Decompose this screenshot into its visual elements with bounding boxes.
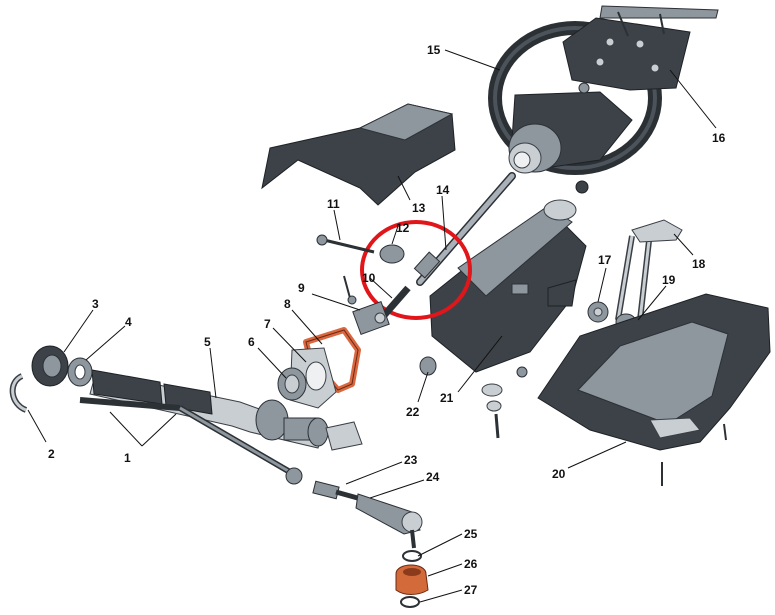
callout-12: 12: [396, 221, 410, 235]
callout-1: 1: [124, 451, 131, 465]
bracket-bushing: [587, 301, 609, 323]
washer: [67, 357, 93, 387]
steering-column-housing: [429, 199, 587, 373]
callout-13: 13: [412, 201, 426, 215]
ball-joint-boot: [395, 564, 429, 595]
steering-wheel: [488, 21, 662, 194]
lower-column-shroud: [537, 293, 771, 486]
callout-7: 7: [264, 317, 271, 331]
callout-20: 20: [552, 467, 566, 481]
callout-21: 21: [440, 391, 454, 405]
callout-14: 14: [436, 183, 450, 197]
callout-18: 18: [692, 257, 706, 271]
callout-6: 6: [248, 335, 255, 349]
callout-10: 10: [362, 271, 376, 285]
callout-22: 22: [406, 405, 420, 419]
pinion-boot: [277, 367, 307, 401]
callout-11: 11: [327, 197, 340, 211]
callout-17: 17: [598, 253, 612, 267]
boot-clamp: [9, 373, 28, 413]
callout-9: 9: [298, 281, 305, 295]
tie-rod: [79, 397, 303, 485]
leader-lines: [27, 49, 717, 603]
callout-5: 5: [204, 335, 211, 349]
callout-labels: 1 2 3 4 5 6 7 8 9 10 11 12 13 14 15 16 1…: [48, 43, 726, 597]
callout-27: 27: [464, 583, 478, 597]
callout-19: 19: [662, 273, 676, 287]
callout-15: 15: [427, 43, 441, 57]
upper-column-shroud: [261, 103, 456, 206]
steering-rack: [89, 369, 363, 451]
callout-26: 26: [464, 557, 478, 571]
horn-pad-cover: [562, 5, 719, 91]
universal-joint: [352, 285, 411, 336]
steering-shaft: [413, 172, 516, 286]
column-nut: [419, 356, 437, 376]
ball-joint-washer: [402, 550, 422, 562]
callout-16: 16: [712, 131, 726, 145]
tilt-lever: [615, 219, 683, 331]
callout-2: 2: [48, 447, 55, 461]
callout-25: 25: [464, 527, 478, 541]
tie-rod-end: [355, 493, 423, 549]
callout-24: 24: [426, 470, 440, 484]
pinch-bolt: [316, 234, 405, 305]
callout-3: 3: [92, 297, 99, 311]
callout-8: 8: [284, 297, 291, 311]
column-bolts: [481, 366, 528, 439]
retaining-ring: [400, 596, 420, 608]
callout-23: 23: [404, 453, 418, 467]
callout-4: 4: [125, 315, 132, 329]
highlight-circle: [360, 220, 472, 320]
left-boot: [31, 345, 69, 387]
